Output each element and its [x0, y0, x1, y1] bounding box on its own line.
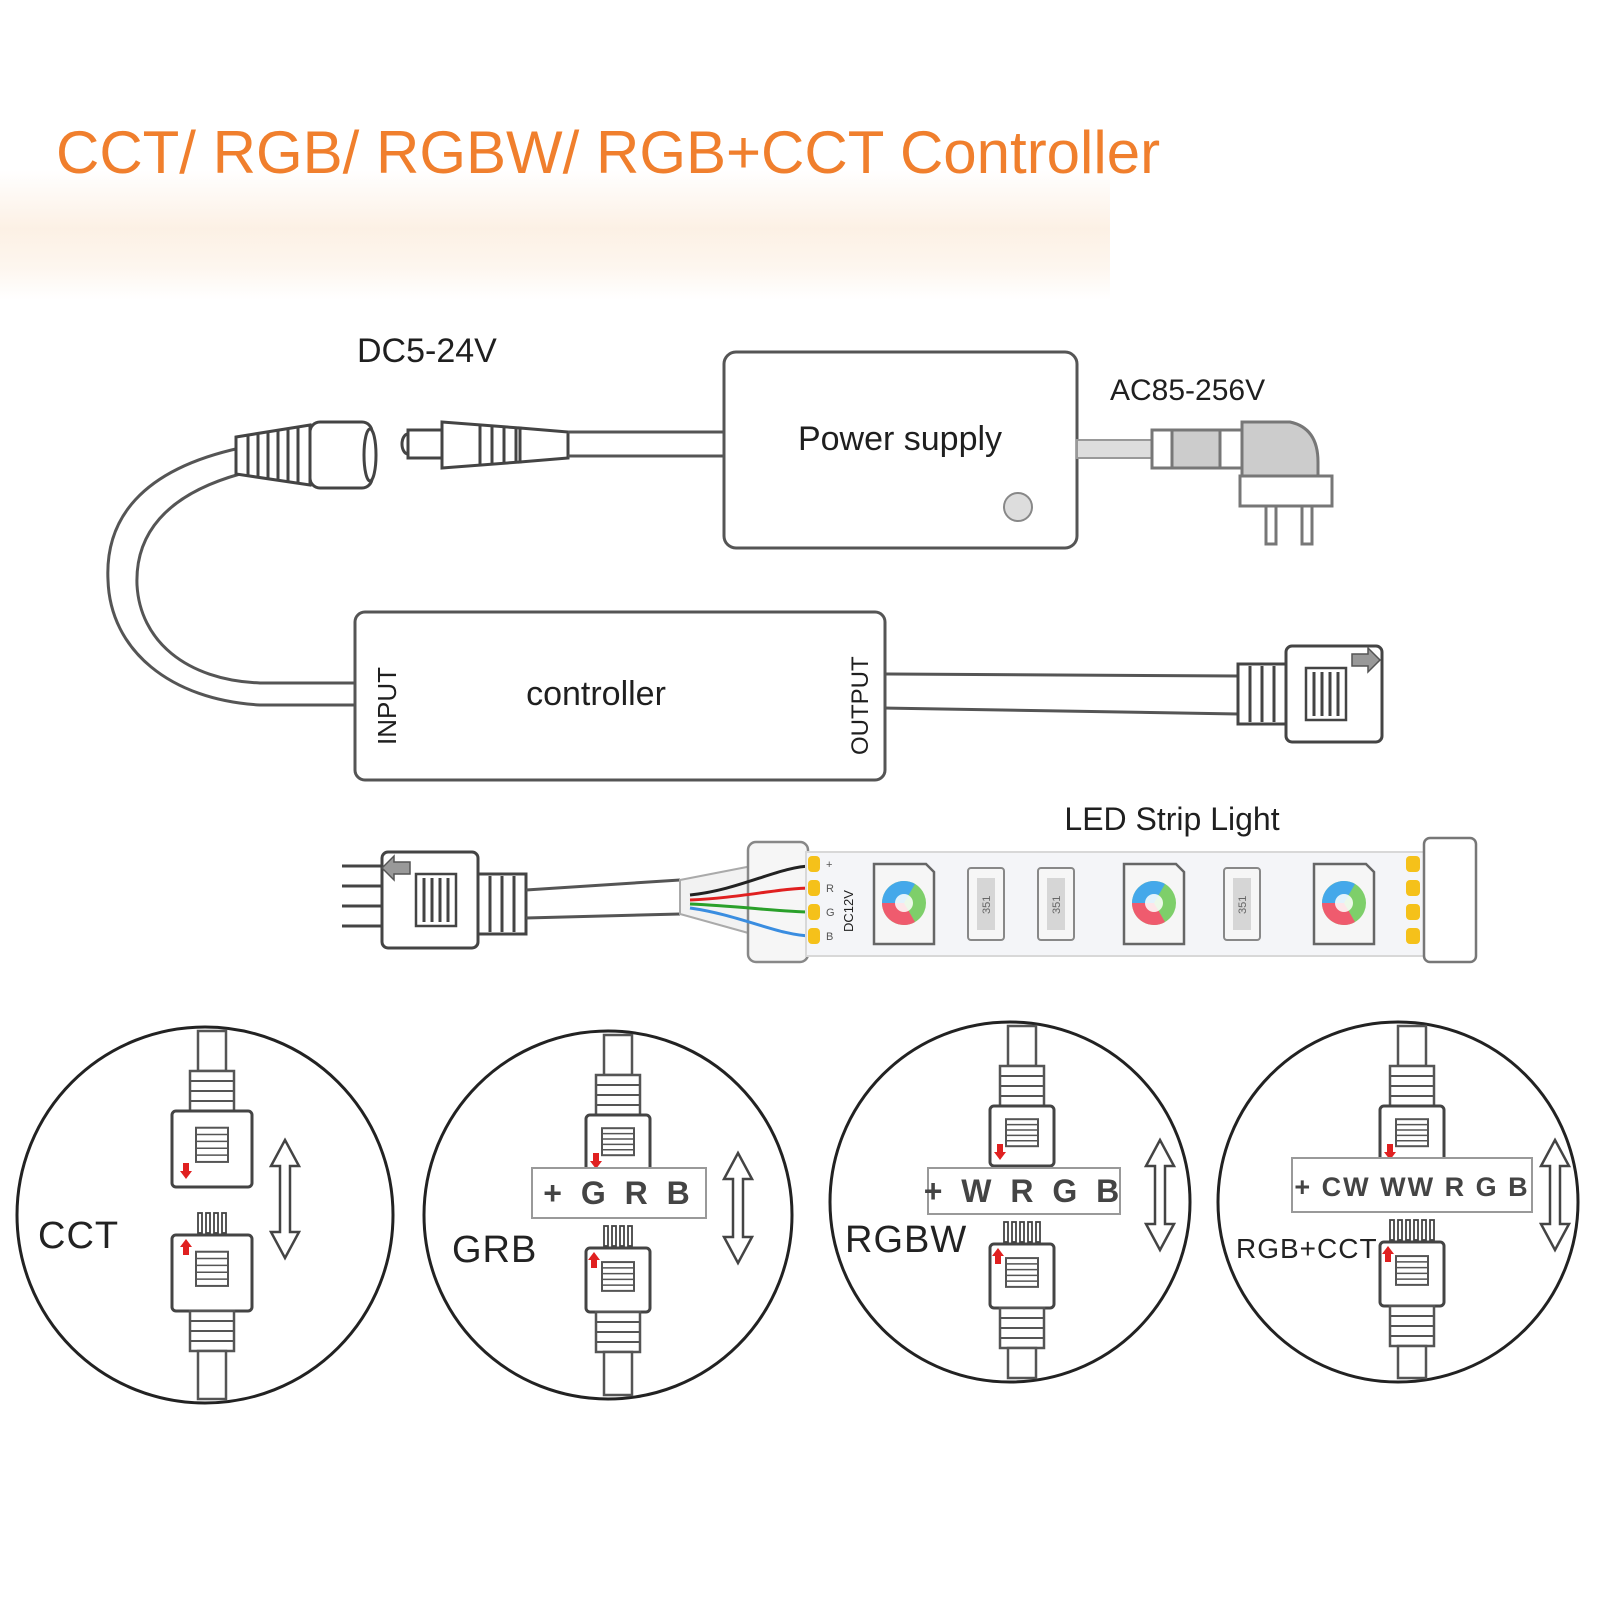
strip-input-connector [342, 850, 681, 950]
dc-female-jack [234, 420, 378, 490]
strip-components: 351 351 351 [872, 862, 1376, 946]
rgb-led-chip [1122, 862, 1186, 946]
strip-pin-labels: + R G B [826, 859, 835, 943]
output-connector [884, 644, 1384, 744]
controller-output-label: OUTPUT [847, 656, 874, 755]
wire-red [689, 886, 813, 902]
input-cable [106, 446, 355, 707]
strip-side-connector [584, 1225, 652, 1397]
page-title: CCT/ RGB/ RGBW/ RGB+CCT Controller [56, 119, 1161, 186]
led-strip-label: LED Strip Light [1064, 801, 1279, 837]
pin-order-box [531, 1167, 707, 1219]
strip-side-connector [988, 1221, 1056, 1380]
resistor-code: 351 [1237, 896, 1249, 914]
connection-type-label: RGB+CCT [1236, 1233, 1378, 1264]
dc-male-plug [400, 420, 724, 470]
svg-text:B: B [826, 931, 833, 943]
controller-side-connector [170, 1029, 254, 1189]
controller-side-connector [988, 1024, 1056, 1168]
svg-text:+: + [826, 859, 832, 871]
connection-circle [15, 1025, 395, 1405]
strip-clip [679, 840, 813, 964]
connection-type-label: CCT [38, 1215, 119, 1257]
resistor-code: 351 [1051, 896, 1063, 914]
pin-order-label: + W R G B [924, 1173, 1125, 1209]
wire-black [689, 864, 813, 897]
dc-voltage-label: DC5-24V [357, 332, 497, 370]
rgb-led-chip [872, 862, 936, 946]
connection-type-rgb-cct: + CW WW R G B RGB+CCT [1216, 1020, 1580, 1384]
connection-type-label: GRB [452, 1229, 537, 1271]
svg-text:R: R [826, 883, 834, 895]
wire-blue [689, 906, 813, 938]
strip-voltage-label: DC12V [841, 890, 856, 932]
title-highlight [0, 170, 1110, 300]
power-supply-label: Power supply [798, 420, 1002, 458]
pin-order-label: + G R B [543, 1175, 694, 1211]
ac-plug [1076, 420, 1334, 546]
strip-end-cap [1422, 836, 1478, 964]
resistor-code: 351 [981, 896, 993, 914]
connection-type-cct: CCT [15, 1025, 395, 1405]
resistor: 351 [967, 867, 1005, 941]
strip-side-connector [170, 1212, 254, 1401]
controller-label: controller [526, 675, 666, 713]
pin-order-box [1291, 1157, 1533, 1213]
controller-side-connector [584, 1033, 652, 1177]
controller-side-connector [1378, 1024, 1446, 1168]
power-supply: Power supply [722, 350, 1079, 550]
connection-type-label: RGBW [845, 1219, 967, 1261]
connection-type-rgbw: + W R G B RGBW [828, 1020, 1192, 1384]
pin-order-box [927, 1167, 1121, 1215]
ac-voltage-label: AC85-256V [1110, 374, 1265, 407]
strip-side-connector [1378, 1219, 1446, 1380]
power-led-indicator [1003, 492, 1033, 522]
resistor: 351 [1037, 867, 1075, 941]
controller-input-label: INPUT [372, 667, 402, 745]
pin-order-label: + CW WW R G B [1294, 1172, 1529, 1202]
wire-green [689, 902, 813, 914]
svg-text:G: G [826, 907, 835, 919]
controller: controller INPUT OUTPUT [353, 610, 887, 782]
resistor: 351 [1223, 867, 1261, 941]
rgb-led-chip [1312, 862, 1376, 946]
